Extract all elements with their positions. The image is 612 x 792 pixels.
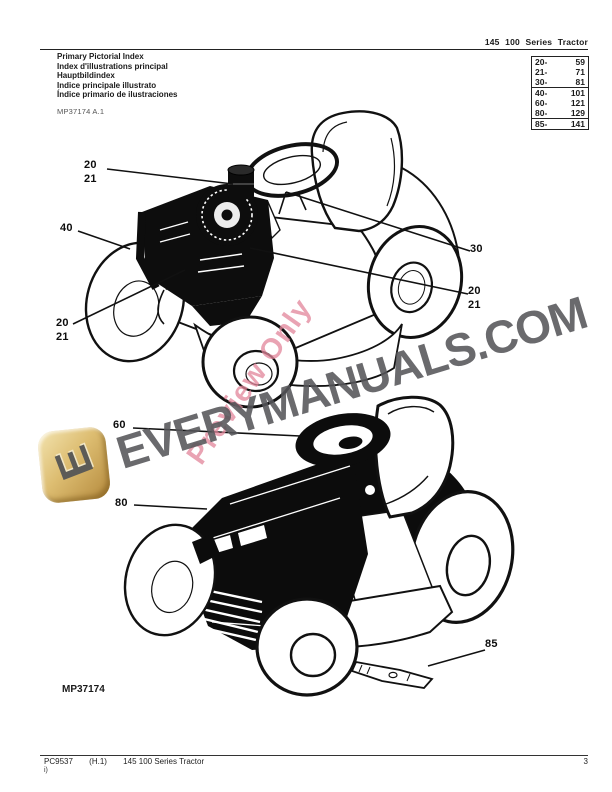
top-tractor-illustration (72, 110, 471, 409)
page-cell: 141 (570, 119, 585, 129)
footer-left: PC9537 (H.1) 145 100 Series Tractor (44, 757, 218, 766)
reference-code: MP37174 A.1 (57, 106, 105, 116)
engine (135, 184, 274, 326)
page-cell: 81 (575, 77, 585, 87)
mower-blade (350, 660, 434, 689)
grille-slats (195, 586, 263, 642)
headlight (238, 525, 267, 546)
steering-wheel (295, 413, 391, 467)
table-group: 40- 101 60- 121 80- 129 (532, 88, 588, 119)
callout-80-hood: 80 (115, 497, 128, 509)
bottom-tractor-figure (100, 392, 520, 702)
pictorial-index-titles: Primary Pictorial Index Index d'illustra… (57, 52, 177, 117)
section-cell: 85- (535, 119, 548, 129)
section-cell: 21- (535, 67, 548, 77)
footer-revision: (H.1) (89, 757, 107, 766)
logo-letter: E (44, 439, 104, 487)
callout-30-controls: 30 (470, 243, 483, 255)
footer-note: i) (44, 767, 48, 774)
page-header-title: 145 100 Series Tractor (484, 37, 588, 47)
table-group: 85- 141 (532, 119, 588, 129)
everymanuals-logo-icon: E (36, 425, 112, 505)
callout-20-21-engine-left: 20 21 (56, 317, 69, 343)
seat (373, 395, 455, 519)
front-axle (192, 534, 220, 564)
section-page-table: 20- 59 21- 71 30- 81 40- 101 60- 121 80- (531, 56, 589, 130)
air-cleaner (227, 164, 255, 198)
top-tractor-figure (60, 110, 500, 410)
table-row: 21- 71 (532, 67, 588, 77)
footer-doc-number: PC9537 (44, 757, 73, 766)
bottom-tractor-illustration (123, 395, 515, 697)
table-row: 85- 141 (532, 119, 588, 129)
page-cell: 121 (570, 98, 585, 108)
page-cell: 59 (575, 57, 585, 67)
footer-rule (40, 755, 588, 756)
footer-title: 145 100 Series Tractor (123, 757, 205, 766)
callout-20-21-air-cleaner: 20 21 (84, 159, 97, 185)
callout-20-21-engine-right: 20 21 (468, 285, 481, 311)
callout-85-blade: 85 (485, 638, 498, 650)
seat (310, 110, 404, 233)
title-de: Hauptbildindex (57, 71, 115, 81)
section-cell: 80- (535, 108, 548, 118)
section-cell: 60- (535, 98, 548, 108)
callout-60-steering: 60 (113, 419, 126, 431)
front-wheel (201, 315, 299, 409)
table-row: 30- 81 (532, 77, 588, 87)
page-cell: 101 (570, 88, 585, 98)
header-rule (40, 49, 588, 50)
table-row: 40- 101 (532, 88, 588, 98)
page-cell: 71 (575, 67, 585, 77)
section-cell: 40- (535, 88, 548, 98)
front-wheel (255, 597, 359, 697)
table-row: 20- 59 (532, 57, 588, 67)
steering-column (278, 191, 307, 215)
table-row: 80- 129 (532, 108, 588, 118)
figure-caption: MP37174 (62, 684, 105, 695)
page-cell: 129 (570, 108, 585, 118)
footer: PC9537 (H.1) 145 100 Series Tractor 3 (44, 757, 588, 766)
leader-lines (132, 427, 486, 667)
front-left-wheel (123, 523, 217, 637)
leader-lines (72, 168, 471, 325)
table-row: 60- 121 (532, 98, 588, 108)
title-es: Índice primario de ilustraciones (57, 90, 178, 100)
title-en: Primary Pictorial Index (57, 52, 144, 61)
title-it: Indice principale illustrato (57, 80, 157, 90)
table-group: 20- 59 21- 71 30- 81 (532, 57, 588, 88)
title-fr: Index d'illustrations principal (57, 61, 168, 71)
section-cell: 30- (535, 77, 548, 87)
callout-40-hood: 40 (60, 222, 73, 234)
section-cell: 20- (535, 57, 548, 67)
footer-page-number: 3 (583, 757, 588, 766)
